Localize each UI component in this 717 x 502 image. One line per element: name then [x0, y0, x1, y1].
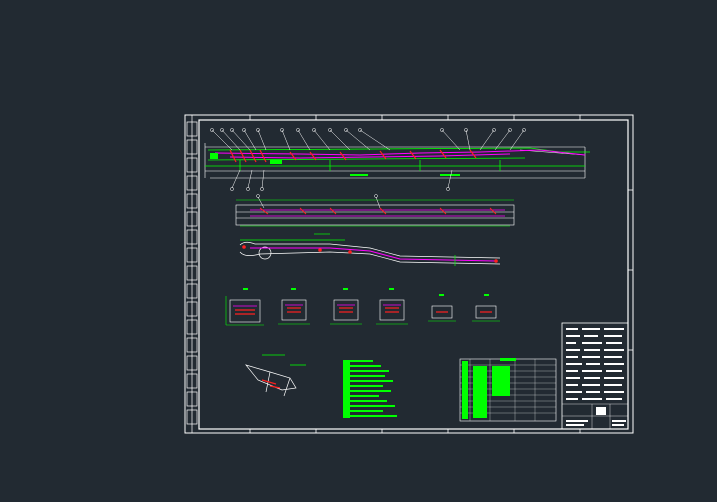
section-details — [225, 288, 500, 326]
main-elevation-view — [204, 128, 590, 191]
sheet-frame — [184, 114, 634, 434]
isometric-detail — [245, 354, 306, 397]
belt-path-view — [239, 233, 501, 266]
title-block — [561, 322, 629, 430]
zone-ticks — [249, 115, 633, 433]
technical-notes — [343, 360, 397, 418]
binding-strip — [186, 115, 198, 433]
parts-list-table — [459, 358, 557, 422]
plan-view — [235, 194, 515, 227]
